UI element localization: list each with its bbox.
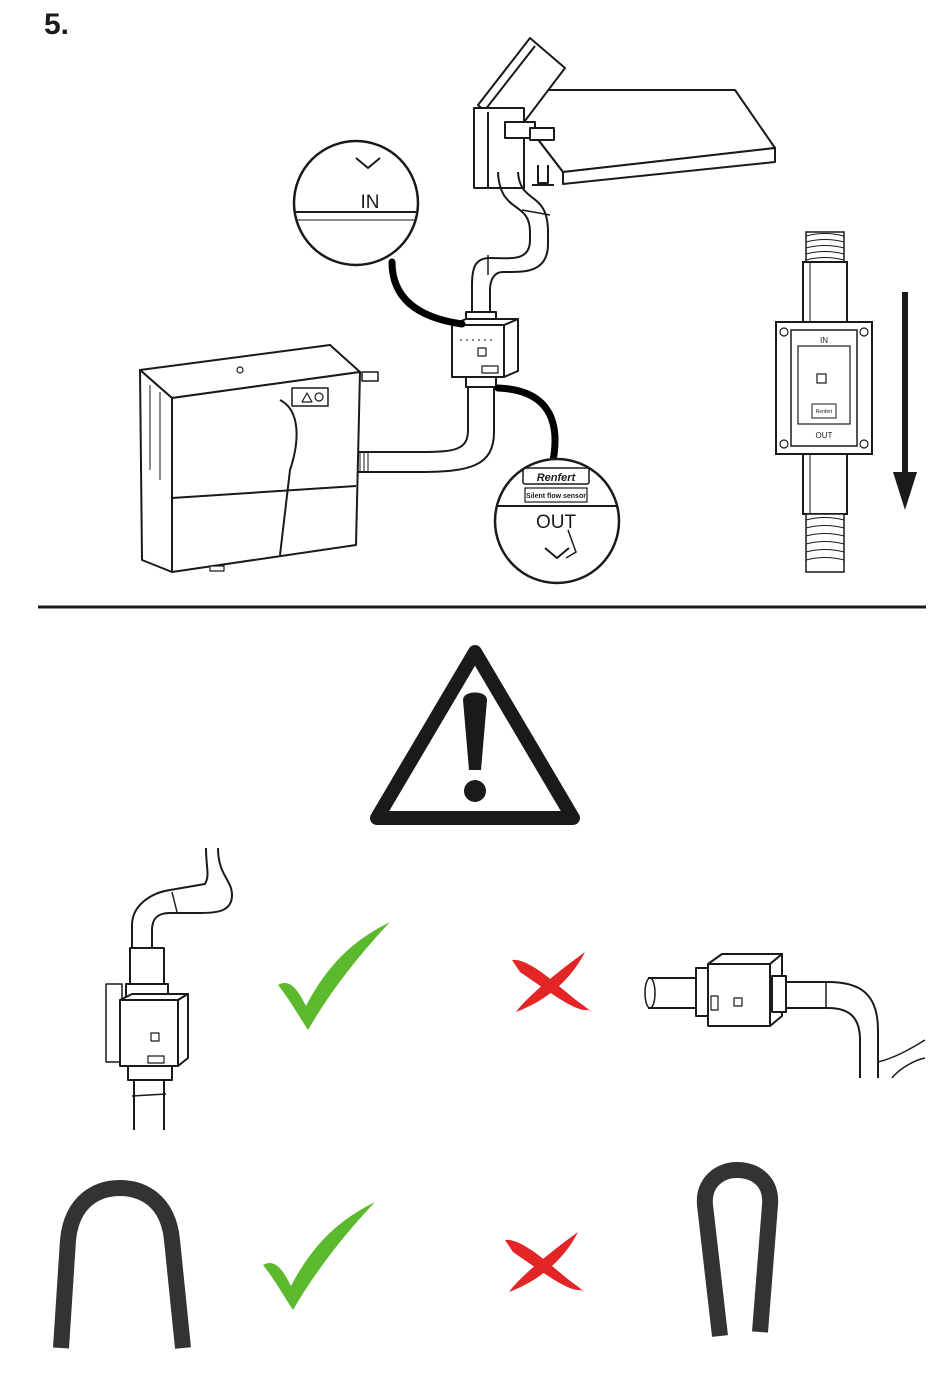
detail-in-label: IN <box>361 192 380 213</box>
hose-lower-illustration <box>352 387 494 472</box>
checkmark-icon <box>263 1202 375 1310</box>
sensor-front-view-illustration <box>776 232 872 572</box>
sensor-front-in-label: IN <box>820 336 828 345</box>
cross-icon <box>505 1232 585 1292</box>
arrow-down-icon <box>893 292 917 510</box>
checkmark-icon <box>278 922 390 1030</box>
detail-in-magnifier: IN <box>290 141 420 265</box>
detail-out-product: Silent flow sensor <box>526 493 586 500</box>
detail-out-label: OUT <box>536 512 577 533</box>
hose-wide-bend-illustration <box>61 1188 183 1348</box>
sensor-front-brand: Renfert <box>816 409 833 415</box>
sensor-vertical-illustration <box>106 848 232 1130</box>
sensor-horizontal-illustration <box>645 954 925 1078</box>
hose-illustration <box>472 172 550 312</box>
detail-out-magnifier: Renfert Silent flow sensor OUT <box>490 459 625 583</box>
warning-triangle-icon <box>377 652 573 818</box>
hose-tight-bend-illustration <box>705 1170 770 1336</box>
extraction-unit-illustration <box>140 345 378 572</box>
sensor-front-out-label: OUT <box>816 431 833 440</box>
detail-out-brand: Renfert <box>537 472 577 484</box>
cross-icon <box>512 952 592 1012</box>
